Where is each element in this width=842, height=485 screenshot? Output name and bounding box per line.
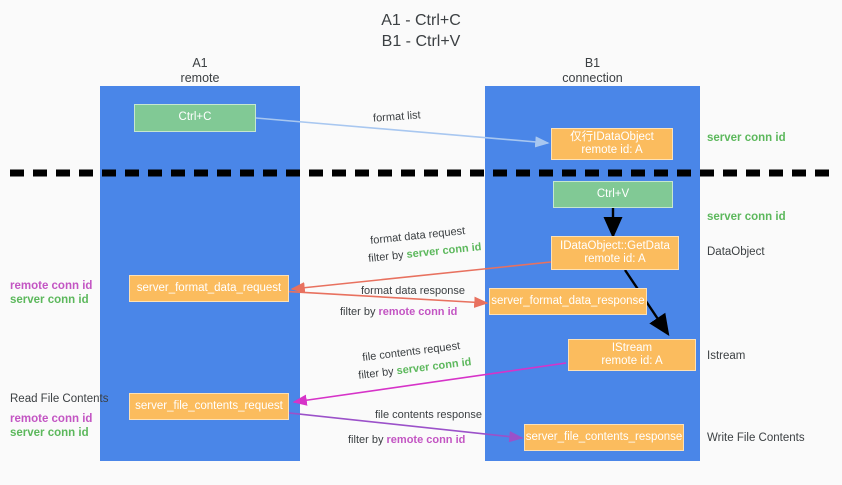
lane-a1-name: A1 [192, 56, 208, 70]
annotation-format-list: format list [372, 109, 422, 125]
lane-header-b1: B1 connection [485, 56, 700, 86]
annotation-format-data-request-filter-prefix: filter by [367, 248, 408, 265]
node-idataobject-line1: 仅行IDataObject [570, 130, 654, 143]
node-istream-line2: remote id: A [601, 355, 663, 367]
title-line-2: B1 - Ctrl+V [381, 33, 461, 50]
node-getdata-line1: IDataObject::GetData [560, 239, 670, 252]
page-title: A1 - Ctrl+C B1 - Ctrl+V [0, 10, 842, 52]
annotation-format-data-response: format data response [361, 285, 465, 297]
annotation-format-data-response-filter-value: remote conn id [378, 306, 458, 318]
node-ctrl-c[interactable]: Ctrl+C [134, 104, 256, 132]
label-server-conn-id-bottom: server conn id [10, 427, 89, 439]
node-getdata[interactable]: IDataObject::GetData remote id: A [551, 236, 679, 270]
annotation-file-contents-response-filter: filter by remote conn id [348, 433, 465, 447]
lane-b1-subtitle: connection [562, 71, 623, 85]
label-remote-conn-id-mid: remote conn id [10, 280, 93, 292]
node-server-format-data-request-label: server_format_data_request [136, 281, 282, 294]
label-remote-conn-id-bottom: remote conn id [10, 413, 93, 425]
node-server-file-contents-response-label: server_file_contents_response [525, 430, 683, 443]
annotation-file-contents-request-filter-prefix: filter by [357, 365, 398, 382]
annotation-format-data-response-filter: filter by remote conn id [340, 305, 457, 319]
label-server-conn-id-top: server conn id [707, 132, 786, 144]
label-istream: Istream [707, 350, 746, 362]
annotation-file-contents-response: file contents response [375, 409, 483, 421]
annotation-format-data-response-filter-prefix: filter by [340, 306, 379, 318]
label-write-file-contents: Write File Contents [707, 432, 805, 444]
node-server-format-data-response-label: server_format_data_response [491, 294, 645, 307]
node-ctrl-v[interactable]: Ctrl+V [553, 181, 673, 208]
annotation-file-contents-response-filter-prefix: filter by [348, 434, 387, 446]
title-line-1: A1 - Ctrl+C [381, 12, 461, 29]
node-server-format-data-request[interactable]: server_format_data_request [129, 275, 289, 302]
node-idataobject[interactable]: 仅行IDataObject remote id: A [551, 128, 673, 160]
label-dataobject: DataObject [707, 246, 765, 258]
node-server-format-data-response[interactable]: server_format_data_response [489, 288, 647, 315]
node-istream-line1: IStream [611, 341, 653, 354]
lane-a1-subtitle: remote [180, 71, 220, 85]
node-ctrl-c-label: Ctrl+C [178, 111, 212, 124]
node-idataobject-line2: remote id: A [581, 144, 643, 156]
node-server-file-contents-response[interactable]: server_file_contents_response [524, 424, 684, 451]
label-read-file-contents: Read File Contents [10, 393, 109, 405]
annotation-file-contents-response-filter-value: remote conn id [386, 434, 466, 446]
annotation-format-data-request-filter-value: server conn id [405, 241, 483, 261]
node-server-file-contents-request-label: server_file_contents_request [135, 399, 283, 412]
node-istream[interactable]: IStream remote id: A [568, 339, 696, 371]
node-getdata-line2: remote id: A [584, 253, 646, 265]
node-ctrl-v-label: Ctrl+V [596, 187, 630, 200]
label-server-conn-id-left-mid: server conn id [10, 294, 89, 306]
lane-b1-name: B1 [584, 56, 601, 70]
node-server-file-contents-request[interactable]: server_file_contents_request [129, 393, 289, 420]
lane-header-a1: A1 remote [100, 56, 300, 86]
label-server-conn-id-mid: server conn id [707, 211, 786, 223]
